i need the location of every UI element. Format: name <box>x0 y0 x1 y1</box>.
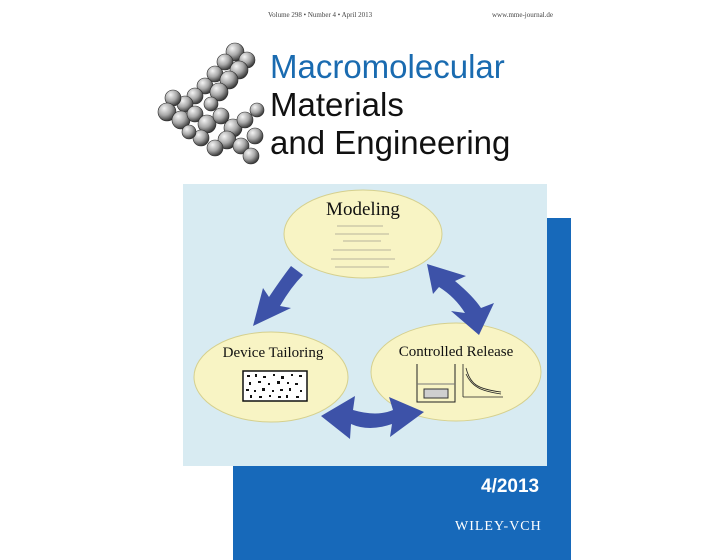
controlled-release-label: Controlled Release <box>399 344 514 360</box>
artwork-canvas: Modeling Device Tailoring <box>193 189 542 439</box>
publisher-logo: WILEY-VCH <box>455 519 542 534</box>
cycle-arrow-icon <box>427 264 494 335</box>
volume-line: Volume 298 • Number 4 • April 2013 <box>268 11 373 19</box>
journal-website[interactable]: www.mme-journal.de <box>492 11 553 19</box>
issue-number: 4/2013 <box>481 476 540 497</box>
device-tailoring-ellipse: Device Tailoring <box>193 331 349 423</box>
journal-title-line-1: Macromolecular <box>270 48 505 85</box>
device-tailoring-label: Device Tailoring <box>223 345 324 361</box>
model-equations <box>331 225 395 268</box>
cover-artwork: Modeling Device Tailoring <box>183 184 547 466</box>
cycle-arrow-icon <box>321 396 424 439</box>
release-beaker-graphic-icon <box>416 364 456 403</box>
cycle-arrows <box>253 264 494 439</box>
journal-title-line-3: and Engineering <box>270 124 511 161</box>
porous-device-graphic-icon <box>242 370 308 402</box>
release-curve-plot-icon <box>462 364 503 398</box>
modeling-ellipse: Modeling <box>283 189 443 279</box>
modeling-label: Modeling <box>326 199 400 220</box>
controlled-release-ellipse: Controlled Release <box>370 322 542 422</box>
cycle-arrow-icon <box>253 266 303 326</box>
molecule-logo-icon <box>157 42 265 165</box>
journal-title-line-2: Materials <box>270 86 404 123</box>
